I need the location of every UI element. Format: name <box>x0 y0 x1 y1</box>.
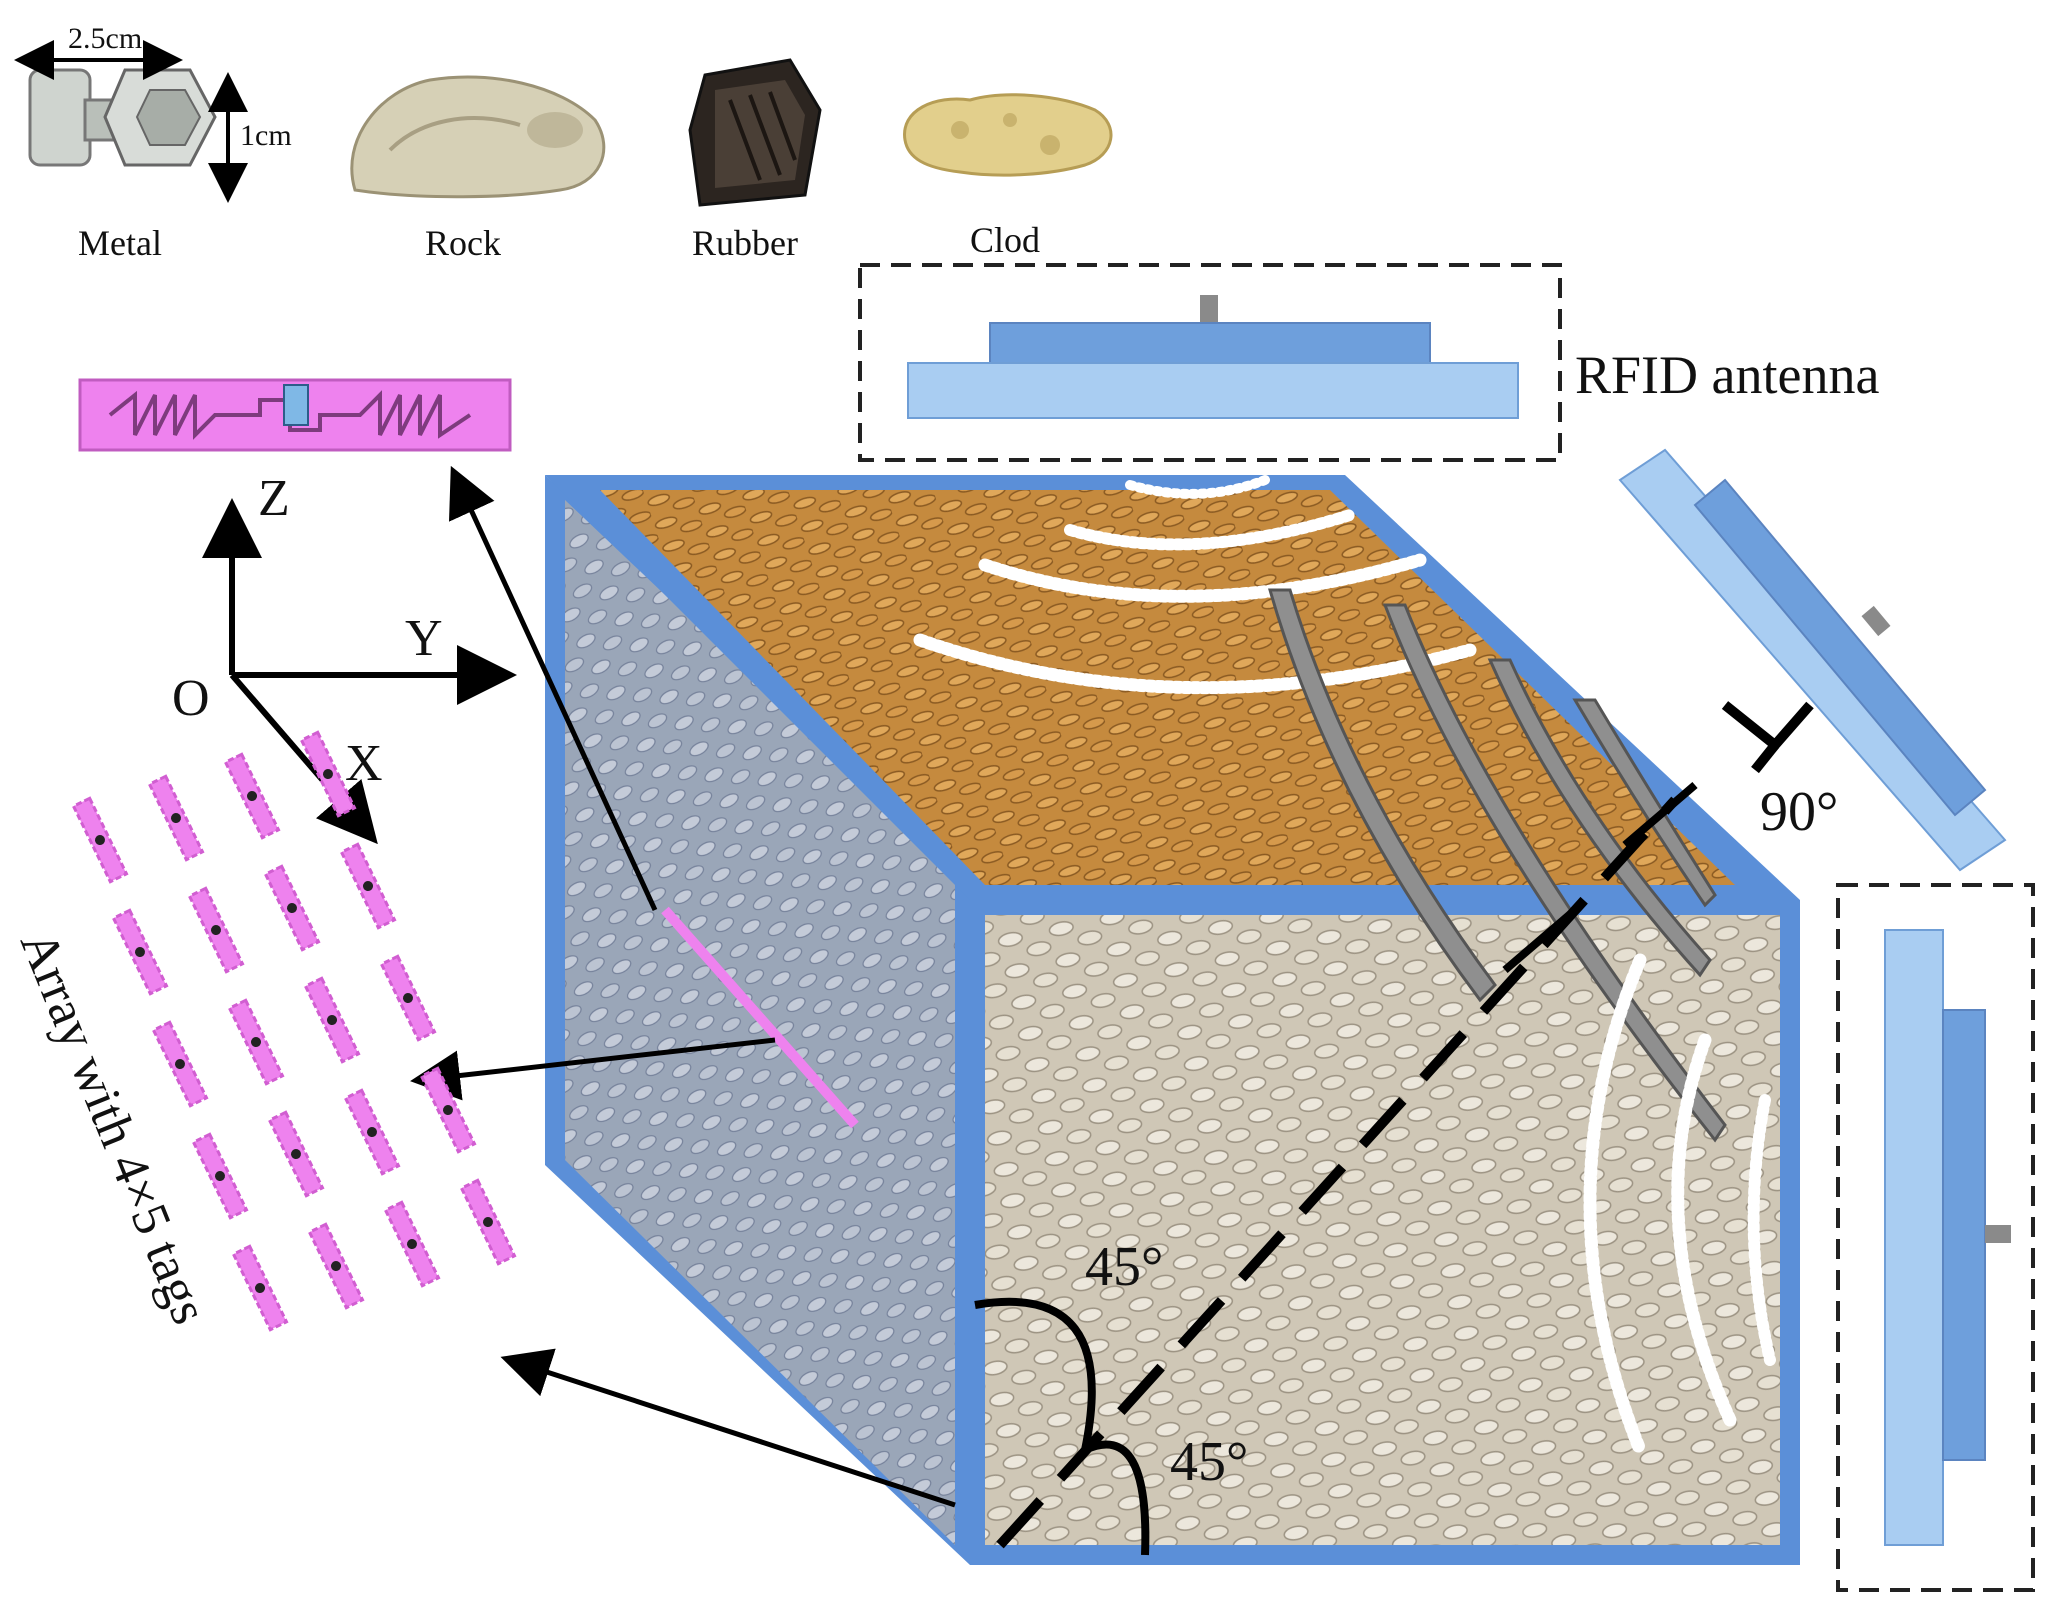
array-tag <box>263 864 321 952</box>
axis-label-x: X <box>345 735 383 792</box>
array-tag <box>379 954 437 1042</box>
grain-surface-front <box>985 915 1780 1545</box>
object-label-rubber: Rubber <box>692 223 798 263</box>
width-dimension-label: 2.5cm <box>68 22 142 55</box>
top-antenna-waves <box>913 475 1477 695</box>
tag-array <box>71 730 517 1332</box>
array-tag <box>419 1066 477 1154</box>
side-antenna-waves <box>1583 953 1822 1457</box>
side-antenna-plate-light <box>1884 929 1944 1546</box>
array-tag <box>303 976 361 1064</box>
antenna-upper-plate <box>989 322 1431 364</box>
object-label-rock: Rock <box>425 223 501 263</box>
width-dimension: 2.5cm <box>14 22 183 80</box>
metal-bolt-photo-icon <box>28 68 217 167</box>
antenna-dashed-box <box>858 263 1562 462</box>
soil-clod-photo-icon <box>903 93 1113 177</box>
rfid-tag-detail <box>78 378 512 452</box>
side-rfid-antenna <box>1836 883 2035 1592</box>
side-antenna-dashed-box <box>1836 883 2035 1592</box>
array-tag <box>191 1132 249 1220</box>
array-tag <box>223 752 281 840</box>
side-antenna-connector <box>1985 1225 2011 1243</box>
angle-label-upper: 45° <box>1085 1236 1163 1298</box>
angled-antenna-plate-dark <box>1693 478 1987 817</box>
array-tag <box>71 796 129 884</box>
tag-chip <box>283 384 309 426</box>
array-tag <box>459 1178 517 1266</box>
array-tag <box>231 1244 289 1332</box>
antenna-label: RFID antenna <box>1575 345 1879 405</box>
array-tag <box>267 1110 325 1198</box>
axis-label-z: Z <box>258 470 290 527</box>
rock-photo-icon <box>350 75 606 199</box>
array-tag <box>111 908 169 996</box>
side-antenna-plate-dark <box>1942 1009 1986 1461</box>
coordinate-axes: Z Y X O <box>172 470 517 845</box>
axis-label-origin: O <box>172 670 210 727</box>
embedded-tag <box>661 906 859 1129</box>
antenna-feed-connector <box>1200 295 1218 323</box>
angle-label-lower: 45° <box>1170 1431 1248 1493</box>
array-tag <box>339 842 397 930</box>
array-tag <box>147 774 205 862</box>
right-angle-marker <box>1721 701 1814 752</box>
array-label: Array with 4×5 tags <box>9 923 218 1332</box>
array-tag <box>187 886 245 974</box>
rubber-piece-photo-icon <box>688 58 822 207</box>
impurity-objects: 2.5cm 1cm Metal Rock Rubber Clod <box>14 22 1113 263</box>
tag-pointer-arrows <box>410 465 956 1508</box>
object-label-clod: Clod <box>970 220 1040 260</box>
axis-label-y: Y <box>405 610 443 667</box>
array-tag <box>151 1020 209 1108</box>
array-tag <box>299 730 357 818</box>
antenna-lower-plate <box>907 362 1519 419</box>
angle-construction: 45° 45° <box>974 781 1698 1556</box>
object-label-metal: Metal <box>78 223 162 263</box>
top-rfid-antenna: RFID antenna <box>858 263 1879 462</box>
angled-antenna-plate-light <box>1618 448 2007 872</box>
array-tag <box>383 1200 441 1288</box>
angled-antenna-connector <box>1861 605 1891 637</box>
height-dimension: 1cm <box>208 72 292 203</box>
array-tag <box>307 1222 365 1310</box>
height-dimension-label: 1cm <box>240 119 292 152</box>
array-tag <box>343 1088 401 1176</box>
array-tag <box>227 998 285 1086</box>
angle-label-antenna: 90° <box>1760 781 1838 843</box>
angled-rfid-antenna: 90° <box>1618 448 2007 872</box>
